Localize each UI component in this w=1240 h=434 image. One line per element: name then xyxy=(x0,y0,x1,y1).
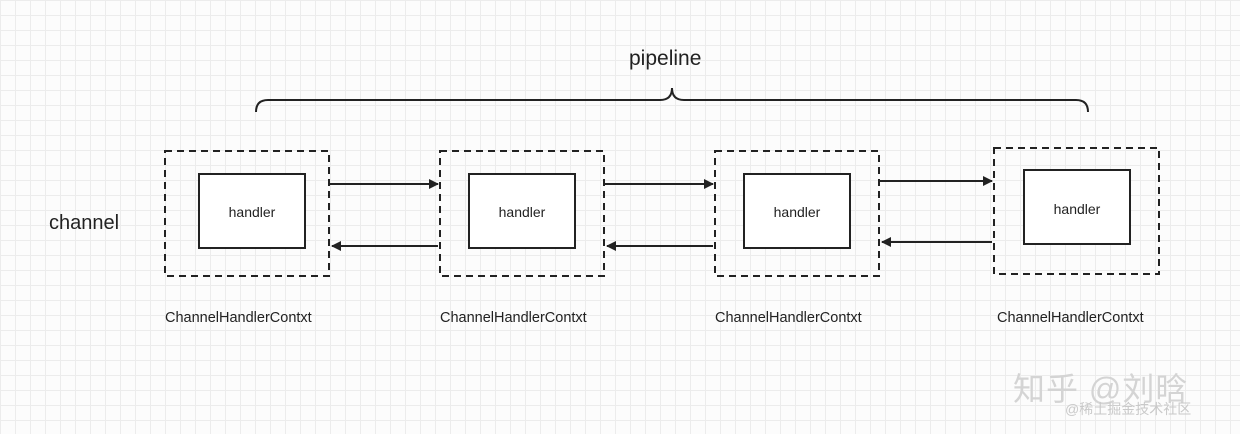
handler-label: handler xyxy=(228,204,276,220)
handler-box xyxy=(468,173,576,249)
context-label: ChannelHandlerContxt xyxy=(715,310,862,326)
handler-label: handler xyxy=(498,204,546,220)
pipeline-brace xyxy=(255,87,1089,113)
channel-label: channel xyxy=(49,212,120,234)
context-label: ChannelHandlerContxt xyxy=(165,310,312,326)
watermark-source: @稀土掘金技术社区 xyxy=(1065,401,1192,417)
context-label: ChannelHandlerContxt xyxy=(997,310,1144,326)
handler-box xyxy=(1023,169,1131,245)
handler-label: handler xyxy=(1053,201,1101,217)
channel-handler-context-3 xyxy=(993,147,1160,275)
channel-handler-context-2 xyxy=(714,150,880,277)
handler-box xyxy=(198,173,306,249)
handler-label: handler xyxy=(773,204,821,220)
context-dashed-box xyxy=(993,147,1160,275)
channel-handler-context-0 xyxy=(164,150,330,277)
handler-box xyxy=(743,173,851,249)
watermark: 知乎 @刘晗 xyxy=(1013,371,1189,407)
channel-handler-context-1 xyxy=(439,150,605,277)
pipeline-label: pipeline xyxy=(629,47,702,70)
context-label: ChannelHandlerContxt xyxy=(440,310,587,326)
